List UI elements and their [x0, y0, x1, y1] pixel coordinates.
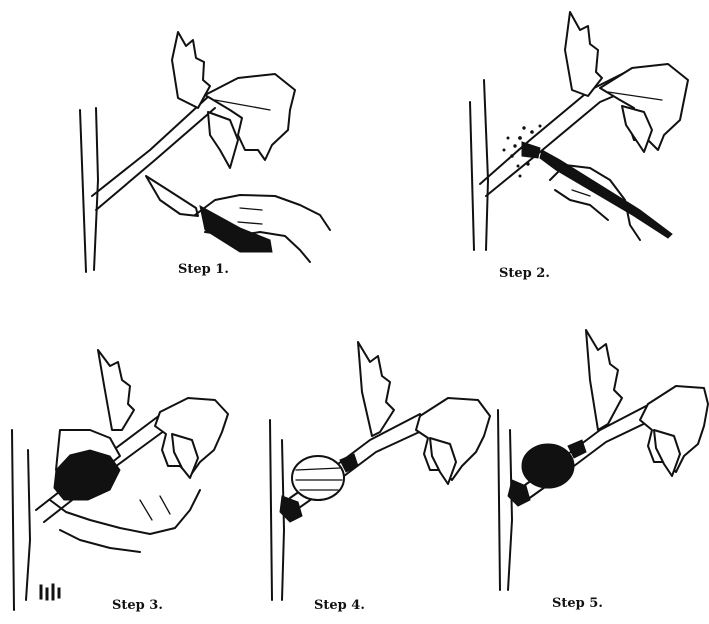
step-1-trunk-right: [94, 108, 98, 270]
step-1-upper-leaf: [172, 32, 210, 108]
step-3-upper-leaf: [98, 350, 134, 430]
step-2-hand: [550, 165, 640, 240]
step-2-trunk: [470, 102, 474, 250]
step-1-trunk: [80, 110, 86, 272]
step-4-upper-leaf: [358, 342, 394, 436]
knife-handle: [200, 206, 272, 252]
knife-blade: [146, 176, 198, 216]
step-4-wrapped-ball: [292, 456, 344, 500]
step-5-upper-leaf: [586, 330, 622, 430]
step-5-moss-ball: [522, 444, 574, 488]
step-3-drips: [40, 584, 60, 600]
step-4-trunk: [270, 420, 272, 600]
step-1-caption: Step 1.: [178, 262, 229, 277]
step-3-trunk: [12, 430, 14, 610]
step-2-caption: Step 2.: [499, 266, 550, 281]
step-5-trunk: [498, 410, 500, 590]
step-4-caption: Step 4.: [314, 598, 365, 613]
step-5-caption: Step 5.: [552, 596, 603, 611]
step-3-caption: Step 3.: [112, 598, 163, 613]
step-2-upper-leaf: [565, 12, 602, 96]
